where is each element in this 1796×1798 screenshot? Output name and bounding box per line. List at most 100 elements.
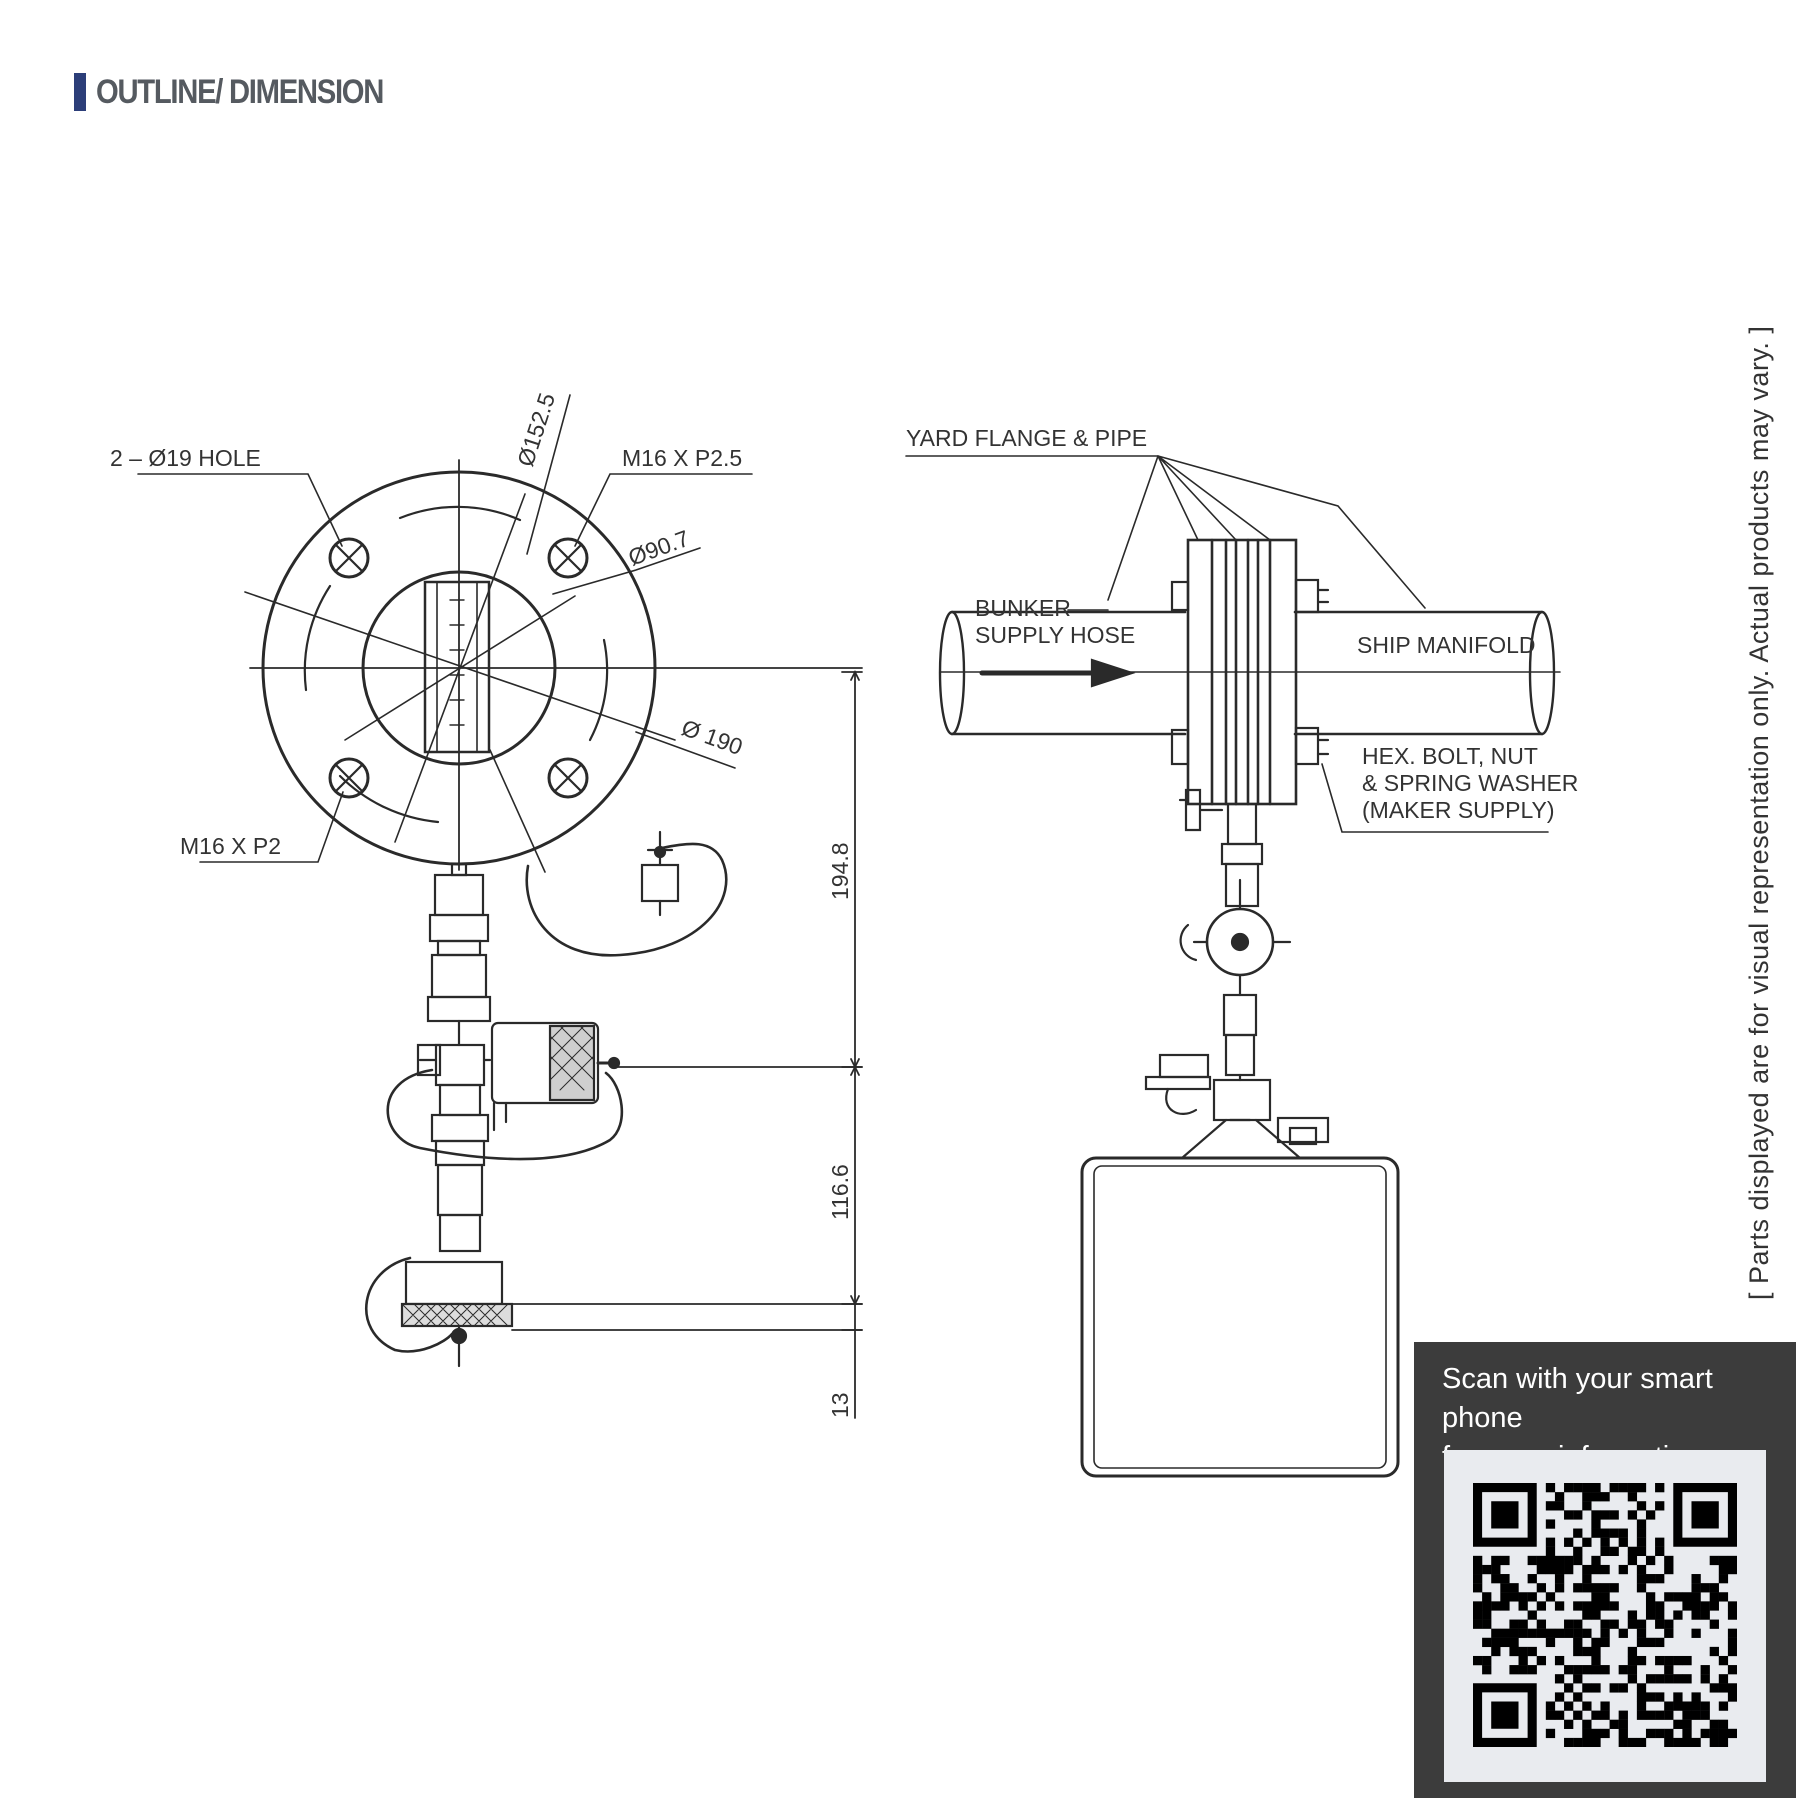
qr-module [1609,1483,1619,1493]
qr-module [1718,1592,1729,1602]
label-bolt-line3: (MAKER SUPPLY) [1362,797,1555,823]
qr-module [1518,1665,1528,1675]
qr-module [1609,1683,1619,1693]
qr-module [1664,1710,1674,1720]
qr-module [1582,1701,1592,1711]
qr-module [1691,1583,1701,1593]
section-header: OUTLINE/ DIMENSION [74,72,430,112]
qr-code[interactable] [1473,1483,1737,1747]
qr-module [1491,1646,1501,1657]
qr-module [1718,1683,1729,1693]
holes-leader [137,473,343,547]
qr-module [1709,1592,1719,1602]
qr-module [1564,1555,1574,1566]
qr-module [1591,1710,1601,1720]
qr-module [1618,1483,1628,1493]
qr-module [1645,1601,1656,1611]
qr-module [1582,1574,1592,1584]
qr-module [1673,1610,1683,1620]
qr-module [1664,1701,1674,1711]
qr-module [1673,1737,1683,1747]
label-holes: 2 – Ø19 HOLE [110,445,261,471]
counter-indicator [416,1021,621,1132]
qr-module [1482,1564,1492,1575]
qr-module [1500,1601,1510,1611]
qr-module [1673,1719,1683,1729]
qr-module [1545,1637,1556,1648]
qr-module [1718,1564,1729,1575]
qr-module [1582,1492,1592,1502]
qr-module [1545,1546,1556,1557]
qr-module [1473,1610,1483,1620]
base-cable [365,1256,454,1353]
qr-module [1518,1628,1528,1638]
qr-module [1473,1555,1483,1566]
qr-module [1709,1619,1719,1629]
qr-module [1664,1564,1674,1575]
thread-top-leader [574,473,753,547]
qr-module [1664,1728,1674,1739]
qr-module [1727,1665,1737,1675]
qr-module [1591,1592,1601,1602]
qr-module [1527,1574,1537,1584]
qr-module [1691,1710,1701,1720]
qr-module [1582,1583,1592,1593]
qr-module [1618,1683,1628,1693]
ship-manifold-pipe [1293,610,1544,736]
qr-module [1509,1583,1519,1593]
qr-module [1645,1555,1656,1566]
qr-module [1473,1601,1483,1611]
qr-module [1600,1601,1610,1611]
qr-module [1718,1701,1729,1711]
qr-module [1591,1737,1601,1747]
qr-module [1573,1628,1583,1638]
qr-module [1700,1674,1710,1684]
qr-module [1618,1665,1628,1675]
qr-module [1573,1692,1583,1702]
qr-module [1655,1610,1665,1620]
qr-module [1564,1628,1574,1638]
flow-arrow [1090,658,1136,688]
qr-module [1636,1683,1647,1693]
qr-module [1591,1583,1601,1593]
qr-module [1682,1674,1692,1684]
qr-module [1591,1728,1601,1739]
qr-module [1655,1655,1665,1666]
qr-module [1564,1619,1574,1629]
qr-module [1591,1610,1601,1620]
qr-module [1682,1592,1692,1602]
qr-module [1727,1637,1737,1648]
qr-module [1509,1646,1519,1657]
qr-module [1664,1674,1674,1684]
qr-module [1582,1719,1592,1729]
qr-module [1636,1701,1647,1711]
yard-flange-leader [905,455,1426,609]
qr-module [1627,1546,1638,1557]
qr-module [1655,1710,1665,1720]
qr-module [1600,1701,1610,1711]
qr-module [1545,1483,1556,1493]
qr-module [1718,1555,1729,1566]
front-view: 2 – Ø19 HOLE M16 X P2.5 M16 X P2 Ø152.5 … [110,390,863,1419]
sensor-cable [386,1068,624,1161]
qr-module [1609,1619,1619,1629]
qr-module [1609,1583,1619,1593]
qr-module [1673,1674,1683,1684]
qr-module [1564,1483,1574,1493]
qr-module [1636,1637,1647,1648]
qr-module [1636,1483,1647,1493]
qr-module [1573,1637,1583,1648]
qr-module [1518,1646,1528,1657]
qr-module [1591,1492,1601,1502]
diagonal-centerline [394,493,526,843]
qr-module [1482,1655,1492,1666]
qr-module [1518,1619,1528,1629]
qr-module [1554,1574,1565,1584]
qr-module [1573,1710,1583,1720]
qr-module [1473,1564,1483,1575]
qr-module [1664,1737,1674,1747]
qr-module [1609,1546,1619,1557]
qr-module [1673,1692,1683,1702]
qr-module [1554,1555,1565,1566]
